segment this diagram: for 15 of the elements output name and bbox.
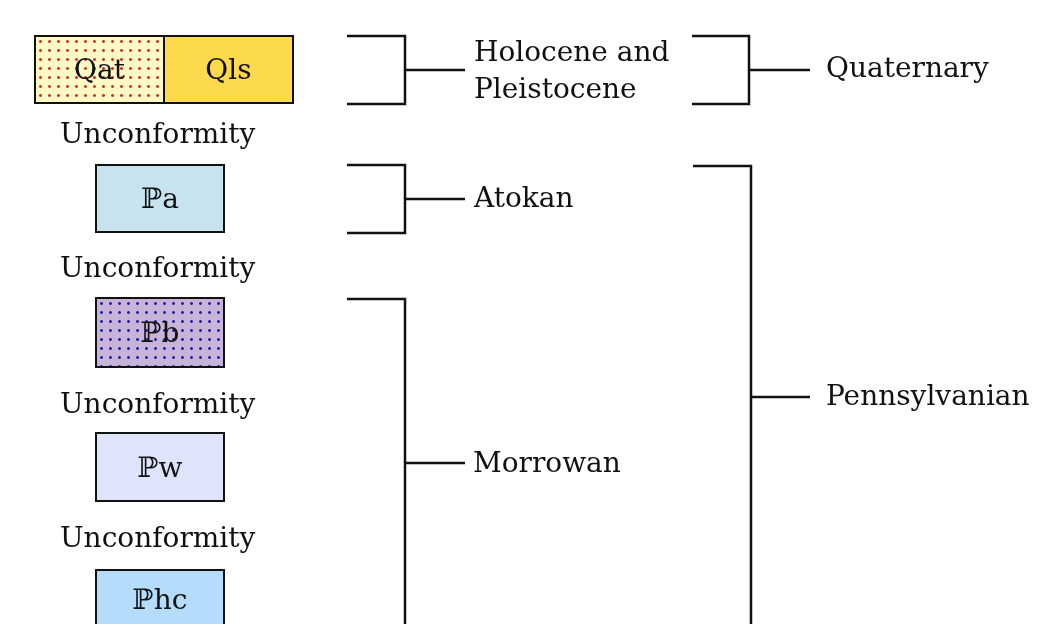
map-unit-box: ℙb bbox=[95, 297, 225, 368]
epoch-label: Morrowan bbox=[473, 445, 621, 481]
unconformity-label: Unconformity bbox=[60, 116, 256, 152]
map-unit-box: Qls bbox=[163, 35, 294, 104]
map-unit-box: ℙhc bbox=[95, 569, 225, 624]
period-label: Pennsylvanian bbox=[826, 378, 1030, 414]
period-label: Quaternary bbox=[826, 50, 989, 86]
unconformity-label: Unconformity bbox=[60, 386, 256, 422]
map-unit-box: Qat bbox=[34, 35, 165, 104]
epoch-label: Atokan bbox=[474, 180, 574, 216]
epoch-label: Holocene and Pleistocene bbox=[474, 34, 671, 107]
unconformity-label: Unconformity bbox=[60, 520, 256, 556]
unconformity-label: Unconformity bbox=[60, 250, 256, 286]
map-unit-box: ℙw bbox=[95, 432, 225, 502]
map-unit-box: ℙa bbox=[95, 164, 225, 233]
